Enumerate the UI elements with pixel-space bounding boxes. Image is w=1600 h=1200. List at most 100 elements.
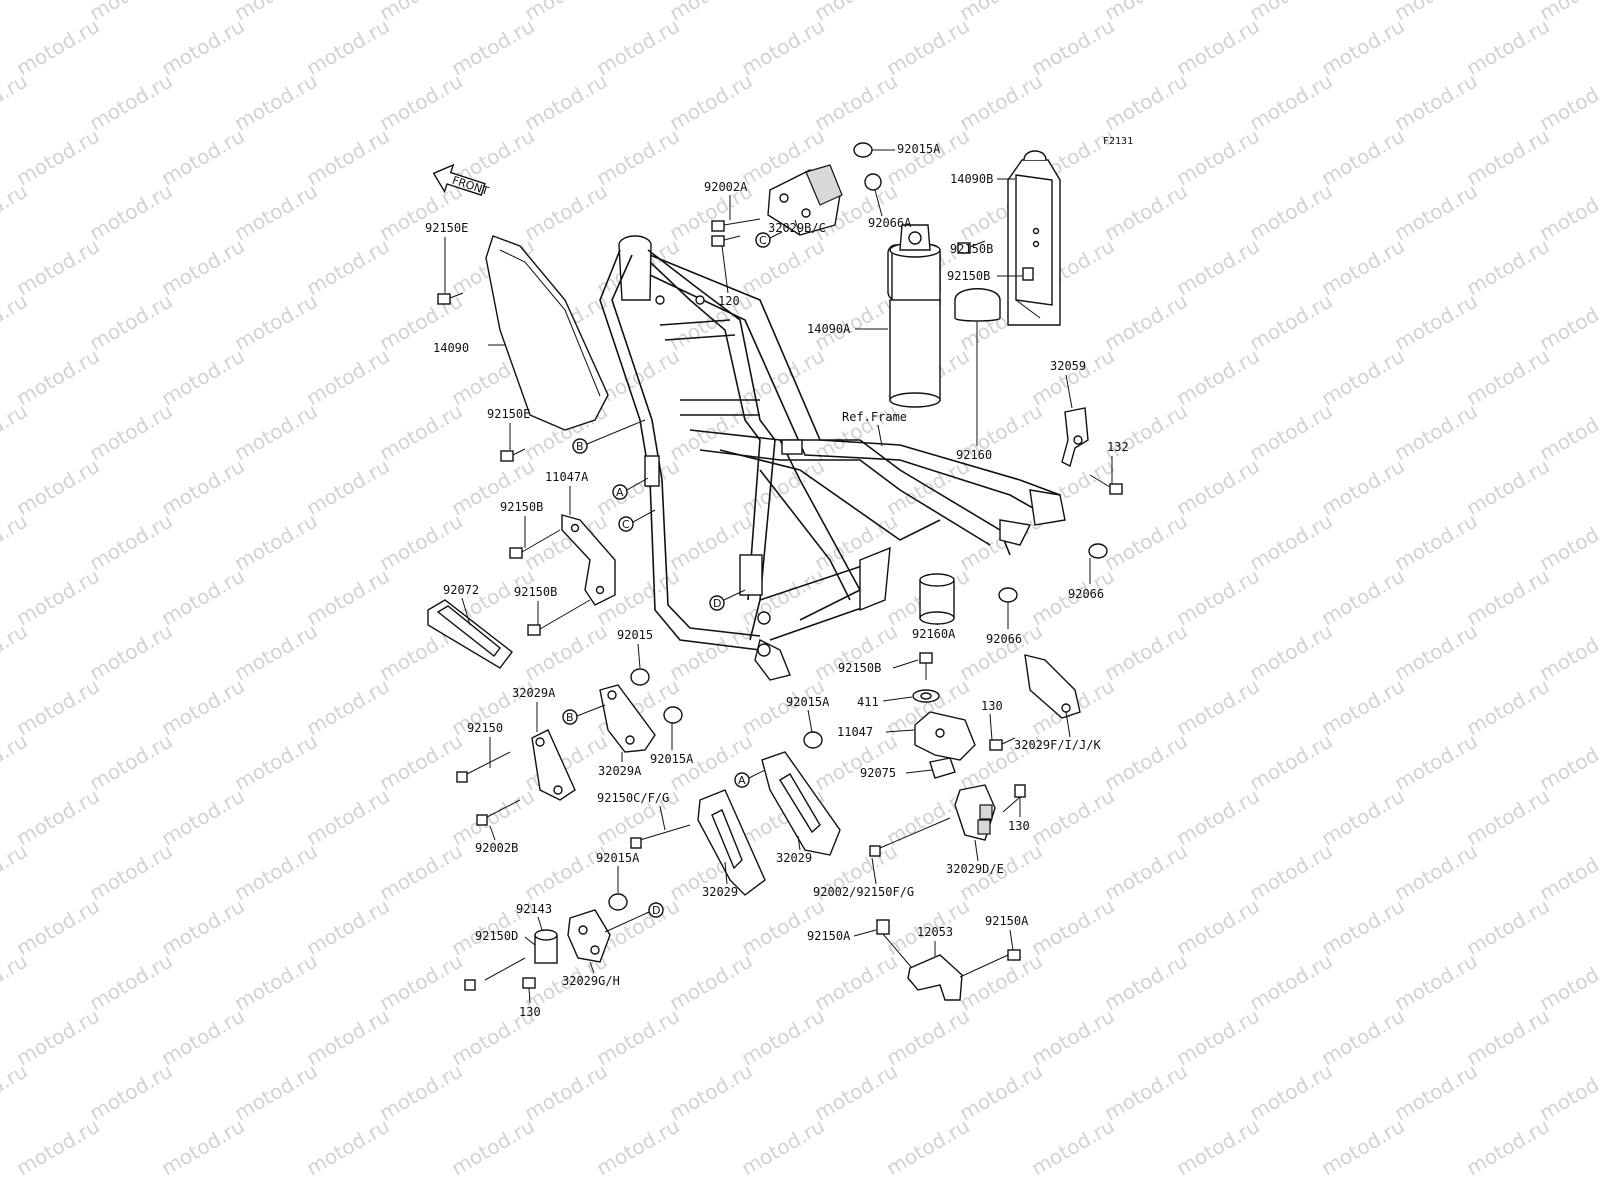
nut-icon bbox=[608, 893, 628, 911]
nut-icon bbox=[853, 142, 873, 158]
label-92015A-top: 92015A bbox=[897, 142, 941, 156]
bolt-icon bbox=[989, 737, 1016, 751]
bolt-icon bbox=[522, 977, 536, 989]
label-92002B: 92002B bbox=[475, 841, 518, 855]
bolt-icon bbox=[876, 919, 913, 969]
label-411: 411 bbox=[857, 695, 879, 709]
label-92160A: 92160A bbox=[912, 627, 956, 641]
mount-plate-32029A-upper bbox=[599, 684, 656, 753]
label-12053: 12053 bbox=[917, 925, 953, 939]
mount-plate-32029-right bbox=[761, 751, 841, 856]
ref-circle-B-lower: B bbox=[562, 709, 578, 725]
label-92015A-3: 92015A bbox=[596, 851, 640, 865]
label-32029GH: 32029G/H bbox=[562, 974, 620, 988]
label-32029DE: 32029D/E bbox=[946, 862, 1004, 876]
label-120: 120 bbox=[718, 294, 740, 308]
label-14090B: 14090B bbox=[950, 172, 993, 186]
label-130-3: 130 bbox=[519, 1005, 541, 1019]
label-32029-1: 32029 bbox=[776, 851, 812, 865]
mount-plate-32029A-lower bbox=[531, 729, 576, 801]
bolt-icon bbox=[1022, 267, 1034, 281]
label-92150A-1: 92150A bbox=[807, 929, 851, 943]
label-92160: 92160 bbox=[956, 448, 992, 462]
bolt-icon bbox=[957, 240, 986, 254]
guard-12053 bbox=[907, 954, 963, 1001]
label-92066A: 92066A bbox=[868, 216, 912, 230]
mount-plate-32029FIJK bbox=[1024, 654, 1081, 719]
label-92066-2: 92066 bbox=[986, 632, 1022, 646]
label-32029A-2: 32029A bbox=[598, 764, 642, 778]
label-92150B-r2: 92150B bbox=[947, 269, 990, 283]
label-92150E-1: 92150E bbox=[425, 221, 468, 235]
label-32029BC: 32029B/C bbox=[768, 221, 826, 235]
figure-id: F2131 bbox=[1103, 136, 1133, 147]
svg-text:B: B bbox=[576, 440, 584, 453]
label-32029A-1: 32029A bbox=[512, 686, 556, 700]
ref-circle-B: B bbox=[572, 438, 588, 454]
grommet-icon bbox=[1088, 543, 1108, 559]
shock-cover-part bbox=[887, 224, 941, 408]
label-92015A-2: 92015A bbox=[650, 752, 694, 766]
sleeve-part bbox=[919, 573, 955, 625]
ref-circle-D-lower: D bbox=[648, 902, 664, 918]
label-130-2: 130 bbox=[1008, 819, 1030, 833]
svg-text:D: D bbox=[652, 904, 660, 917]
bolt-icon bbox=[1002, 784, 1026, 813]
upper-mount-bracket bbox=[767, 164, 843, 236]
mount-plate-32029DE bbox=[954, 784, 996, 841]
ref-circle-D: D bbox=[709, 595, 725, 611]
bolt-icon bbox=[437, 292, 464, 305]
rear-cover-part bbox=[1007, 150, 1061, 326]
nut-icon bbox=[803, 731, 823, 749]
bolt-icon bbox=[959, 949, 1021, 978]
label-92150CFG: 92150C/F/G bbox=[597, 791, 669, 805]
bolt-icon bbox=[919, 652, 933, 680]
mount-plate-32029-left bbox=[697, 789, 766, 896]
svg-text:A: A bbox=[616, 486, 624, 499]
rubber-band-part bbox=[427, 599, 513, 669]
damper-92075 bbox=[929, 757, 956, 779]
label-92015: 92015 bbox=[617, 628, 653, 642]
bolt-icon bbox=[500, 448, 526, 462]
long-bolt-icon bbox=[630, 824, 691, 849]
label-14090A: 14090A bbox=[807, 322, 851, 336]
label-32059: 32059 bbox=[1050, 359, 1086, 373]
long-bolt-icon bbox=[476, 799, 521, 826]
svg-text:A: A bbox=[738, 774, 746, 787]
label-92015A-1: 92015A bbox=[786, 695, 830, 709]
main-frame bbox=[599, 235, 1066, 681]
label-92150B-l1: 92150B bbox=[500, 500, 543, 514]
collar-92143 bbox=[534, 929, 558, 964]
mount-plate-32029GH bbox=[567, 909, 611, 963]
bolt-icon bbox=[509, 529, 561, 559]
side-cover-part bbox=[485, 235, 609, 431]
svg-text:D: D bbox=[713, 597, 721, 610]
label-92150A-2: 92150A bbox=[985, 914, 1029, 928]
svg-text:C: C bbox=[622, 518, 630, 531]
washer-411 bbox=[912, 689, 940, 703]
ref-frame-label: Ref.Frame bbox=[842, 410, 907, 424]
ref-circle-C: C bbox=[618, 516, 634, 532]
svg-text:C: C bbox=[759, 234, 767, 247]
bolt-icon bbox=[711, 235, 741, 247]
bolt-icon bbox=[1089, 474, 1123, 495]
ref-circle-A: A bbox=[612, 484, 628, 500]
bracket-11047-part bbox=[914, 711, 976, 761]
bolt-icon bbox=[527, 599, 591, 636]
label-92066-1: 92066 bbox=[1068, 587, 1104, 601]
nut-icon bbox=[630, 668, 650, 686]
label-92002-92150FG: 92002/92150F/G bbox=[813, 885, 914, 899]
label-92150B-mid: 92150B bbox=[838, 661, 881, 675]
nut-icon bbox=[663, 706, 683, 724]
label-130-1: 130 bbox=[981, 699, 1003, 713]
label-92143: 92143 bbox=[516, 902, 552, 916]
label-14090: 14090 bbox=[433, 341, 469, 355]
label-92150B-l2: 92150B bbox=[514, 585, 557, 599]
label-92002A: 92002A bbox=[704, 180, 748, 194]
label-92150E-2: 92150E bbox=[487, 407, 530, 421]
label-11047A: 11047A bbox=[545, 470, 589, 484]
bracket-11047A-part bbox=[561, 514, 616, 606]
svg-text:B: B bbox=[566, 711, 574, 724]
ref-circle-C-top: C bbox=[755, 232, 771, 248]
